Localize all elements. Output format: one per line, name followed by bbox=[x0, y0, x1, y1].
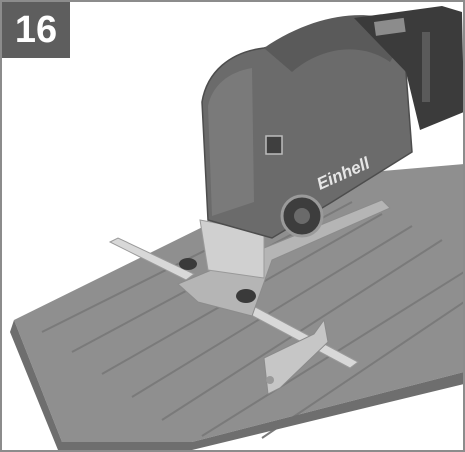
speed-dial-center bbox=[294, 208, 310, 224]
battery-label bbox=[422, 32, 430, 102]
battery-indicator bbox=[374, 17, 406, 36]
locking-knob-left bbox=[179, 258, 197, 270]
figure-number-badge: 16 bbox=[2, 2, 70, 58]
battery-pack bbox=[354, 6, 463, 130]
jigsaw-side-panel bbox=[208, 68, 254, 216]
locking-knob-right bbox=[236, 289, 256, 303]
guide-fence-bracket bbox=[263, 318, 329, 395]
jigsaw-base-plate bbox=[177, 199, 391, 317]
fence-screw bbox=[266, 376, 274, 384]
wood-board-edge bbox=[10, 320, 463, 450]
brand-logo-square bbox=[265, 135, 283, 155]
parallel-guide-rail-left bbox=[108, 237, 195, 281]
